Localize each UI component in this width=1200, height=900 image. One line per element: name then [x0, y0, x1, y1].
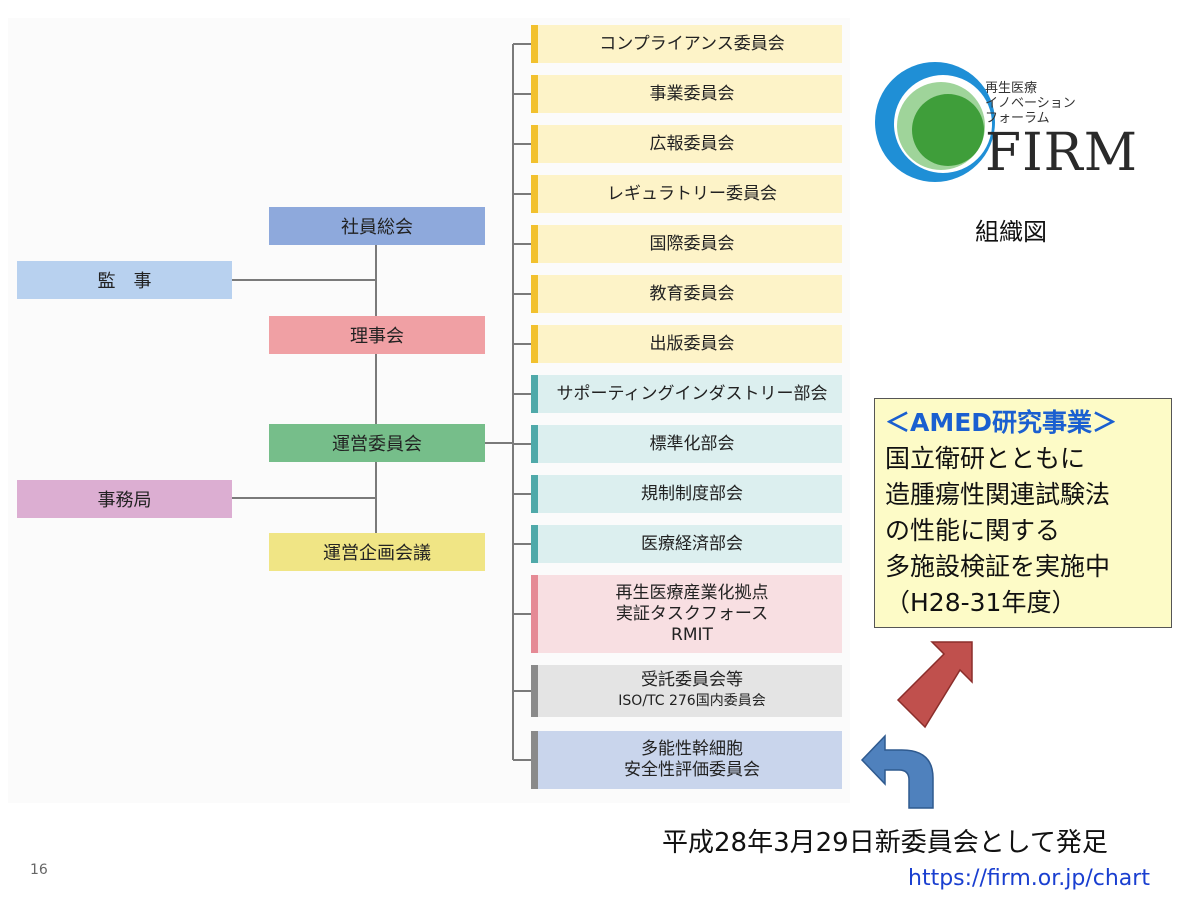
committee-box: 受託委員会等 ISO/TC 276国内委員会 [531, 665, 842, 717]
logo-text-line3: フォーラム [985, 111, 1050, 126]
unei-iinkai-box: 運営委員会 [269, 424, 485, 462]
logo-firm-text: FIRM [985, 123, 1139, 183]
committee-label: 広報委員会 [649, 133, 735, 154]
committee-label: 国際委員会 [649, 233, 735, 254]
committee-label: 標準化部会 [649, 433, 735, 454]
amed-line: 多施設検証を実施中 [885, 552, 1111, 581]
kansa-box: 監 事 [17, 261, 232, 299]
blue-curved-arrow-icon [860, 734, 934, 809]
committee-label-line: 実証タスクフォース [615, 603, 769, 624]
committee-label-line: ISO/TC 276国内委員会 [618, 693, 766, 709]
page-number: 16 [30, 862, 48, 878]
founding-caption: 平成28年3月29日新委員会として発足 [662, 828, 1108, 858]
logo-inner-circle [912, 94, 984, 166]
firm-logo [875, 62, 995, 182]
red-arrow-icon [896, 641, 973, 729]
committee-label-line: 再生医療産業化拠点 [615, 582, 769, 603]
committee-box: 国際委員会 [531, 225, 842, 263]
amed-line: （H28-31年度） [885, 588, 1077, 617]
committee-label: サポーティングインダストリー部会 [556, 383, 828, 404]
committee-box: レギュラトリー委員会 [531, 175, 842, 213]
committee-label-line: 多能性幹細胞 [641, 739, 743, 759]
committee-box: 広報委員会 [531, 125, 842, 163]
committee-box: 事業委員会 [531, 75, 842, 113]
logo-text-line1: 再生医療 [985, 81, 1038, 96]
committee-box: 教育委員会 [531, 275, 842, 313]
amed-line: 国立衛研とともに [885, 444, 1086, 473]
amed-note-box: ＜AMED研究事業＞ 国立衛研とともに 造腫瘍性関連試験法 の性能に関する 多施… [874, 398, 1172, 628]
committee-label-line: RMIT [671, 624, 713, 645]
committee-label: 医療経済部会 [641, 533, 743, 554]
committee-label: コンプライアンス委員会 [599, 33, 785, 54]
amed-line: 造腫瘍性関連試験法 [885, 480, 1111, 509]
committee-box: 標準化部会 [531, 425, 842, 463]
committee-box: 医療経済部会 [531, 525, 842, 563]
committee-box: 出版委員会 [531, 325, 842, 363]
org-chart-label: 組織図 [975, 218, 1047, 246]
amed-heading: ＜AMED研究事業＞ [885, 408, 1118, 437]
committee-label: レギュラトリー委員会 [607, 183, 777, 204]
rijikai-box: 理事会 [269, 316, 485, 354]
committee-label-line: 受託委員会等 [641, 670, 743, 690]
committee-box: コンプライアンス委員会 [531, 25, 842, 63]
committee-label: 出版委員会 [649, 333, 735, 354]
committee-label: 規制制度部会 [641, 483, 743, 504]
committee-label-line: 安全性評価委員会 [624, 760, 760, 780]
source-url-link[interactable]: https://firm.or.jp/chart [908, 866, 1150, 891]
shain-sokai-box: 社員総会 [269, 207, 485, 245]
committee-box: 規制制度部会 [531, 475, 842, 513]
jimukyoku-box: 事務局 [17, 480, 232, 518]
committee-label: 教育委員会 [649, 283, 735, 304]
unei-kikaku-box: 運営企画会議 [269, 533, 485, 571]
committee-label: 事業委員会 [649, 83, 735, 104]
logo-text-line2: イノベーション [985, 96, 1076, 111]
amed-line: の性能に関する [885, 516, 1061, 545]
committee-box: 多能性幹細胞安全性評価委員会 [531, 731, 842, 789]
committee-box: サポーティングインダストリー部会 [531, 375, 842, 413]
